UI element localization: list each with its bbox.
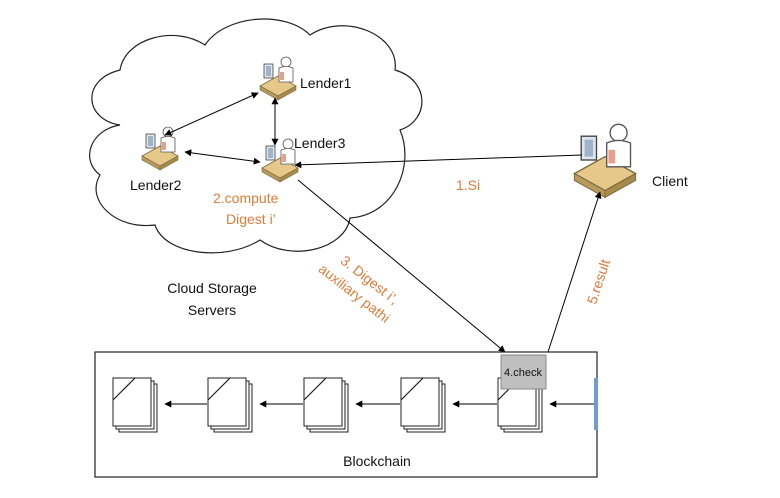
step2-label-line1: 2.compute [213, 190, 279, 206]
cloud-shape [89, 18, 423, 254]
block-1 [112, 377, 158, 433]
block-3 [303, 377, 349, 433]
arrow-lender2-lender1 [164, 92, 259, 136]
arrow-check-to-client [547, 191, 602, 353]
new-block-accent [594, 378, 598, 430]
blockchain-label: Blockchain [343, 453, 411, 469]
lender2-label: Lender2 [130, 177, 182, 193]
check-box [500, 354, 547, 390]
arrow-client-to-lender3 [294, 154, 583, 169]
block-2 [207, 377, 253, 433]
cloud-label-line2: Servers [188, 302, 236, 318]
arrow-lender3-to-check [297, 179, 506, 353]
step2-label-line2: Digest i’ [226, 211, 276, 227]
client-computer-icon [573, 123, 637, 199]
block-4 [400, 377, 446, 433]
step4-label: 4.check [504, 367, 542, 379]
svg-text:5.result: 5.result [584, 257, 613, 306]
cloud-label-line1: Cloud Storage [167, 280, 257, 296]
step1-label: 1.Si [456, 177, 480, 193]
step3-label: 3. Digest i’, auxiliary pathi [316, 252, 402, 326]
lender1-label: Lender1 [300, 75, 352, 91]
arrow-lender2-lender3 [184, 149, 261, 165]
lender3-label: Lender3 [294, 135, 346, 151]
client-label: Client [652, 173, 688, 189]
step5-label: 5.result [584, 257, 613, 306]
